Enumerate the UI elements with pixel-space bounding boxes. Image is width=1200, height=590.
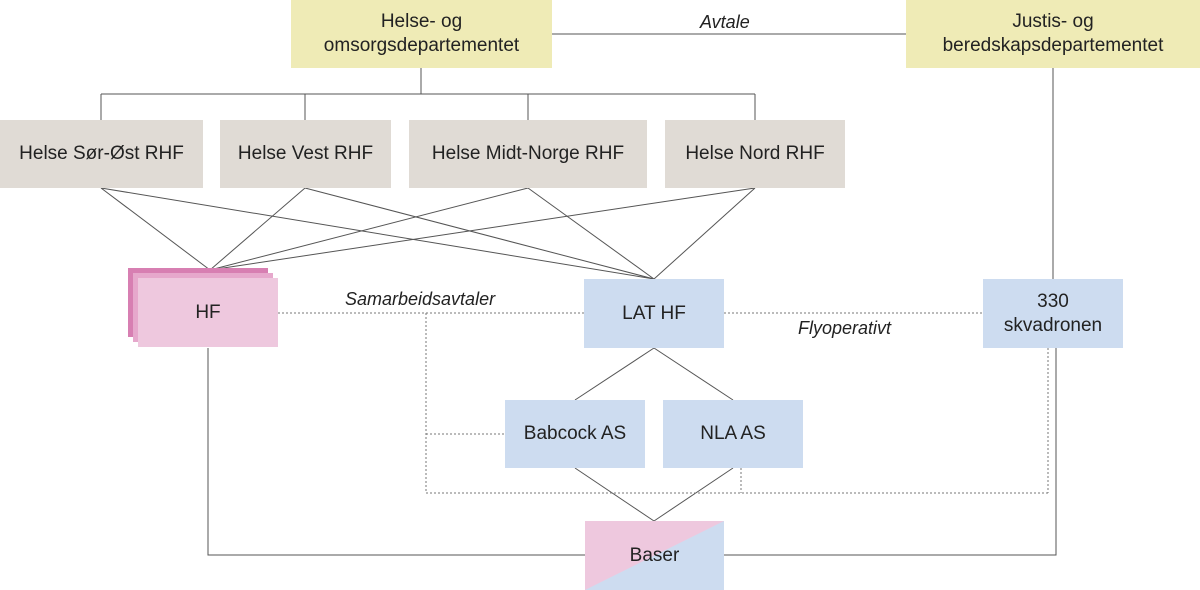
ministry-health-care-line-1: Helse- og xyxy=(380,11,463,32)
ministry-justice-line-1: Justis- og xyxy=(1012,11,1094,32)
operator-box-babcock: Babcock AS xyxy=(505,400,645,468)
squadron-line-1: 330 xyxy=(1037,290,1069,312)
rhf-label: Helse Midt-Norge RHF xyxy=(431,143,625,164)
rhf-label: Helse Sør-Øst RHF xyxy=(19,143,184,164)
rhf-box-central-norway: Helse Midt-Norge RHF xyxy=(409,120,647,188)
rhf-box-south-east: Helse Sør-Øst RHF xyxy=(0,120,203,188)
hf-box: HF xyxy=(138,278,278,347)
squadron-box: 330 skvadronen xyxy=(983,279,1123,348)
squadron-line-2: skvadronen xyxy=(1003,314,1103,336)
rhf-box-west: Helse Vest RHF xyxy=(220,120,391,188)
lat-hf-box: LAT HF xyxy=(584,279,724,348)
bases-box: Baser xyxy=(585,521,724,590)
operator-label: Babcock AS xyxy=(523,423,627,444)
operator-box-nla: NLA AS xyxy=(663,400,803,468)
hf-label: HF xyxy=(195,301,221,323)
rhf-label: Helse Vest RHF xyxy=(237,143,374,164)
ministry-health-care-line-2: omsorgsdepartementet xyxy=(323,35,520,56)
flight-operative-label: Flyoperativt xyxy=(798,318,892,338)
ministry-health-care-box: Helse- og omsorgsdepartementet xyxy=(291,0,552,68)
operator-label: NLA AS xyxy=(700,423,766,444)
bases-label: Baser xyxy=(629,544,680,566)
agreement-label: Avtale xyxy=(700,12,750,32)
rhf-box-north: Helse Nord RHF xyxy=(665,120,845,188)
cooperation-agreements-label: Samarbeidsavtaler xyxy=(345,289,496,309)
ministry-justice-line-2: beredskapsdepartementet xyxy=(942,35,1164,56)
ministry-justice-box: Justis- og beredskapsdepartementet xyxy=(906,0,1200,68)
lat-hf-label: LAT HF xyxy=(622,302,686,324)
rhf-label: Helse Nord RHF xyxy=(685,143,825,164)
